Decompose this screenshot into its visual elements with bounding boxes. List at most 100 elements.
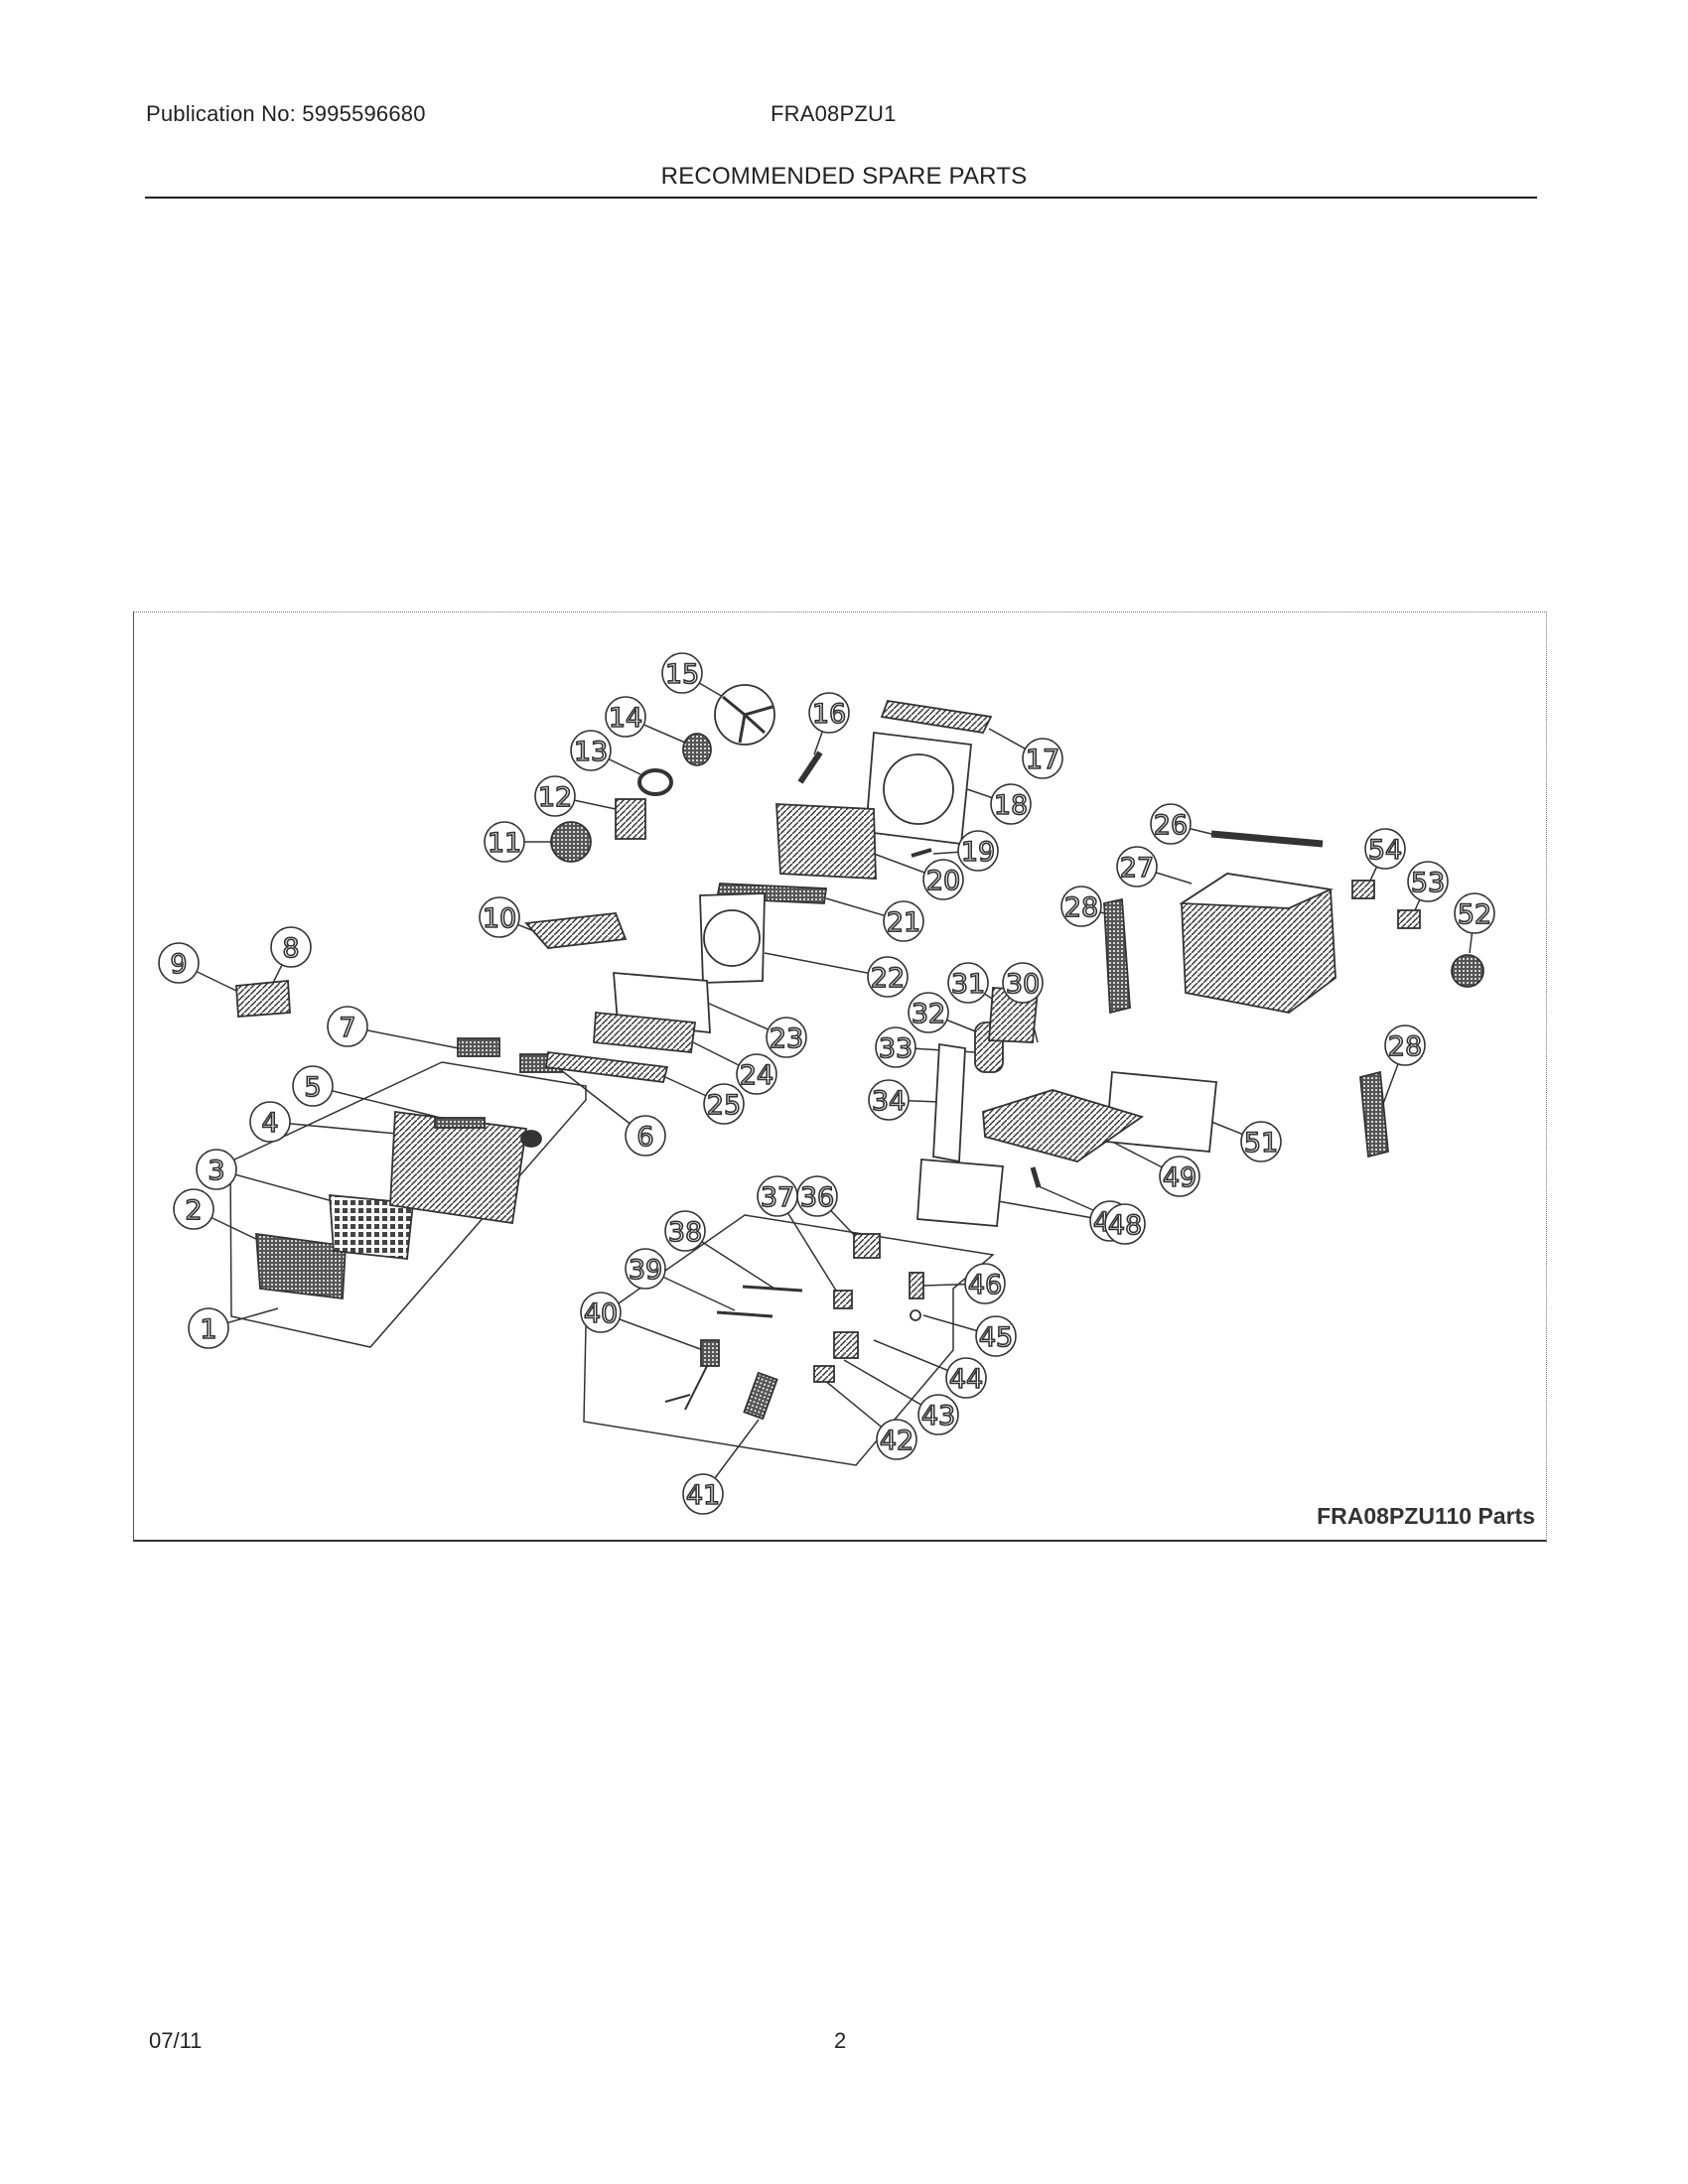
callout-number: 2 [185,1195,202,1226]
callout-balloon [917,1394,959,1435]
diagram-caption: FRA08PZU110 Parts [1317,1503,1535,1529]
top-cover-part [880,699,993,734]
callout-balloon [664,1210,706,1252]
callout-number: 1 [200,1314,216,1345]
callout-number: 52 [1458,899,1491,930]
callout-number: 8 [282,933,299,964]
callout-number: 39 [629,1255,662,1286]
callout-balloon [975,1315,1017,1357]
callout-number: 26 [1154,810,1188,841]
bracket-43-part [833,1331,859,1359]
base-rail-part [593,1012,697,1053]
callout-number: 12 [538,782,572,813]
callout-number: 14 [609,703,642,734]
callout-number: 9 [170,949,187,980]
callout-balloon [196,1149,237,1190]
model-number: FRA08PZU1 [771,101,897,126]
callout-number: 46 [968,1270,1002,1300]
callout-balloon [327,1006,368,1047]
callout-balloon [1022,738,1063,779]
header-rule [145,197,1537,199]
motor-bracket-part [615,798,646,840]
callout-balloon [580,1292,622,1333]
callout-balloon [270,926,312,968]
callout-balloon [868,1079,910,1121]
ring-part [637,768,673,796]
callout-number: 41 [686,1480,720,1511]
callout-number: 45 [979,1322,1013,1353]
callout-balloon [757,1175,798,1217]
callout-number: 27 [1120,853,1154,884]
callout-number: 10 [483,903,516,934]
callout-number: 37 [761,1182,794,1213]
callout-balloon [534,775,576,817]
bracket-53-part [1397,909,1421,929]
callout-balloon [1364,828,1406,870]
callout-balloon [867,956,909,998]
callout-number: 6 [636,1122,653,1153]
shroud-part [865,731,972,846]
callout-number: 40 [584,1298,618,1329]
callout-balloon [1159,1156,1200,1197]
pcb-part [853,1233,881,1259]
callout-balloon [188,1307,229,1349]
callout-balloon [682,1473,724,1515]
bracket-42-part [813,1365,835,1383]
callout-balloon [908,992,949,1033]
blower-wheel-part [550,821,592,863]
callout-balloon [922,859,964,900]
cord-plug-part [700,1339,720,1367]
callout-number: 7 [339,1013,355,1043]
diagram-frame [133,612,1547,1542]
side-panel-right-part [1359,1070,1389,1159]
callout-number: 44 [949,1364,983,1395]
callout-number: 28 [1064,892,1098,923]
callout-number: 51 [1244,1128,1278,1159]
publication-number: Publication No: 5995596680 [146,101,426,126]
callout-balloon [964,1263,1006,1304]
callout-balloon [249,1101,291,1143]
callout-balloon [1116,846,1158,887]
callout-balloon [876,1419,917,1460]
callout-number: 31 [951,969,985,1000]
callout-number: 23 [770,1024,803,1054]
callout-balloon [605,696,646,738]
callout-balloon [292,1065,334,1107]
callout-number: 4 [261,1108,278,1139]
remote-part [743,1371,778,1421]
electrical-group-outline [583,1214,995,1466]
page-number: 2 [834,2028,847,2053]
callout-number: 18 [994,790,1028,821]
callout-number: 21 [887,907,920,938]
callout-balloon [703,1083,745,1125]
callout-number: 34 [872,1086,906,1117]
callout-balloon [1104,1203,1146,1245]
callout-number: 49 [1163,1162,1196,1193]
evaporator-bracket-part [775,803,877,880]
callout-balloon [484,821,525,863]
control-box-part [235,980,291,1018]
side-plate-part [932,1042,966,1163]
relay-part [833,1290,853,1309]
callout-number: 15 [665,659,699,690]
callout-number: 19 [961,837,995,868]
callout-number: 25 [707,1090,741,1121]
callout-balloon [1150,803,1192,845]
knob-strip-part [434,1117,486,1129]
blower-housing-part [699,892,766,984]
rod-part [797,751,823,784]
callout-balloon [1407,861,1449,902]
callout-balloon [875,1026,916,1068]
callout-balloon [625,1248,666,1290]
callout-number: 20 [926,866,960,896]
callout-number: 32 [912,999,945,1029]
callout-balloon [661,652,703,694]
base-rail-lower-part [544,1050,669,1083]
callout-number: 17 [1026,745,1059,775]
callout-number: 42 [880,1426,914,1456]
condenser-coil-part [916,1159,1004,1227]
top-bracket-part [524,912,628,949]
callout-number: 28 [1388,1031,1422,1062]
callout-balloon [570,730,612,771]
